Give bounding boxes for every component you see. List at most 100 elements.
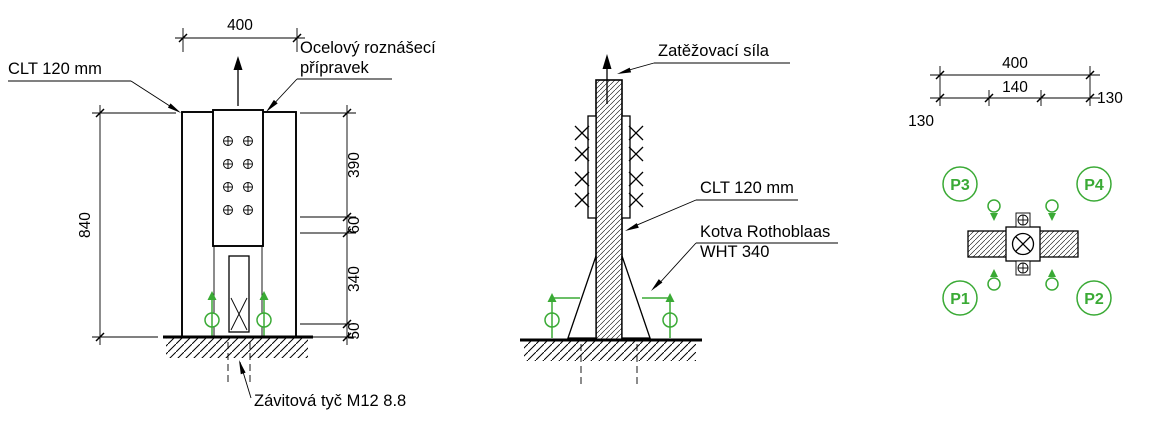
side-view: Zatěžovací síla CLT 120 mm <box>520 42 838 386</box>
clt-panel-side <box>595 79 623 341</box>
fixture-plate-left <box>587 115 597 219</box>
dim-chain-front-right: 390 60 340 50 <box>300 105 363 345</box>
bolt-plan-top <box>1015 212 1031 228</box>
anchor-slot-front <box>228 255 250 333</box>
bolt-icon <box>243 136 253 146</box>
fixture-plate-right <box>621 115 631 219</box>
load-force-label: Zatěžovací síla <box>617 42 790 74</box>
sensor-front-right <box>256 291 272 336</box>
sensor-p3-label: P3 <box>950 177 970 194</box>
plan-dim-right-value: 130 <box>1097 90 1123 107</box>
anchor-label-line2-text: WHT 340 <box>700 243 769 261</box>
bolt-x-icon <box>628 171 644 187</box>
dim-upper-value: 390 <box>346 152 363 178</box>
leader-arrowhead-icon <box>651 279 663 291</box>
arrow-up-icon <box>602 54 612 69</box>
anchor-label: Kotva Rothoblaas WHT 340 <box>651 223 838 291</box>
front-view: 400 <box>8 17 436 410</box>
bolt-x-icon <box>574 192 590 208</box>
sensor-side-left <box>544 293 580 338</box>
dim-mid-value: 60 <box>346 216 363 234</box>
bolt-x-icon <box>628 125 644 141</box>
bolt-x-icon <box>574 146 590 162</box>
sensor-p4-label: P4 <box>1084 177 1104 194</box>
ground-hatch <box>524 341 696 361</box>
leader-arrowhead-icon <box>625 223 639 231</box>
bolt-icon <box>223 136 233 146</box>
plan-dim-width-value: 400 <box>1002 55 1028 72</box>
steel-fixture-plate <box>212 109 264 247</box>
dim-tick-icon <box>984 93 994 103</box>
clt-label-side: CLT 120 mm <box>625 179 798 231</box>
dim-tick-icon <box>342 319 352 329</box>
rod-label-text: Závitová tyč M12 8.8 <box>254 392 406 410</box>
sensor-p1: P1 <box>942 280 978 316</box>
bolt-icon <box>243 159 253 169</box>
dim-tick-icon <box>1036 93 1046 103</box>
bolt-x-icon <box>628 146 644 162</box>
dim-height-front-value: 840 <box>77 212 94 238</box>
leader-arrowhead-icon <box>266 99 278 112</box>
fixture-bolts <box>223 136 253 215</box>
sensor-arrow-icon <box>547 293 557 302</box>
sensor-p2-label: P2 <box>1084 291 1104 308</box>
dim-lower-value: 340 <box>346 266 363 292</box>
clt-label-front-text: CLT 120 mm <box>8 60 102 78</box>
sensor-arrow-icon <box>990 269 998 277</box>
dim-width-front: 400 <box>175 17 305 52</box>
ground-side <box>520 338 702 386</box>
dim-tick-icon <box>292 33 302 43</box>
dim-tick-icon <box>342 332 352 342</box>
wall-hatch <box>968 231 1006 257</box>
threaded-rod-icon <box>1011 232 1035 256</box>
plan-dims: 400 140 130 130 <box>908 55 1123 130</box>
sensor-p4: P4 <box>1076 166 1112 202</box>
hold-down-right <box>621 255 651 339</box>
sensor-p2: P2 <box>1076 280 1112 316</box>
ground-front <box>163 335 313 386</box>
rod-label: Závitová tyč M12 8.8 <box>239 360 406 410</box>
sensor-arrow-icon <box>1048 269 1056 277</box>
mini-sensor-top-right <box>1045 199 1059 221</box>
arrow-up-icon <box>233 56 243 70</box>
load-force-label-text: Zatěžovací síla <box>658 42 770 60</box>
bolt-x-marks <box>574 125 644 208</box>
plan-dim-center-value: 140 <box>1002 79 1028 96</box>
bolt-x-icon <box>574 171 590 187</box>
leader-arrowhead-icon <box>617 67 632 74</box>
load-arrow-front <box>233 56 243 106</box>
sensor-front-left <box>204 291 220 336</box>
sensor-side-right <box>642 293 678 338</box>
dim-tick-icon <box>342 212 352 222</box>
sensor-p1-label: P1 <box>950 291 970 308</box>
bolt-x-icon <box>628 192 644 208</box>
dim-tick-icon <box>1085 93 1095 103</box>
sensor-arrow-icon <box>259 291 269 300</box>
sensor-arrow-icon <box>1048 213 1056 221</box>
dim-tick-icon <box>342 228 352 238</box>
sensor-arrow-icon <box>990 213 998 221</box>
bolt-icon <box>223 205 233 215</box>
fixture-label: Ocelový roznášecí přípravek <box>266 39 436 112</box>
dim-tick-icon <box>935 70 945 80</box>
center-assembly <box>1005 212 1041 276</box>
dim-tick-icon <box>1085 70 1095 80</box>
anchor-label-line1-text: Kotva Rothoblaas <box>700 223 830 241</box>
dim-base-value: 50 <box>346 322 363 340</box>
dim-tick-icon <box>342 108 352 118</box>
clt-label-side-text: CLT 120 mm <box>700 179 794 197</box>
bolt-plan-bottom <box>1015 260 1031 276</box>
wall-hatch <box>1040 231 1078 257</box>
dim-tick-icon <box>935 93 945 103</box>
sensor-arrow-icon <box>665 293 675 302</box>
mini-sensor-bottom-left <box>987 269 1001 291</box>
dim-tick-icon <box>95 108 105 118</box>
bolt-icon <box>223 159 233 169</box>
sensor-arrow-icon <box>207 291 217 300</box>
clt-label-front: CLT 120 mm <box>8 60 181 113</box>
ground-hatch <box>166 338 308 358</box>
leader-arrowhead-icon <box>167 103 181 113</box>
plan-dim-left-value: 130 <box>908 113 934 130</box>
dim-width-front-value: 400 <box>227 17 253 34</box>
